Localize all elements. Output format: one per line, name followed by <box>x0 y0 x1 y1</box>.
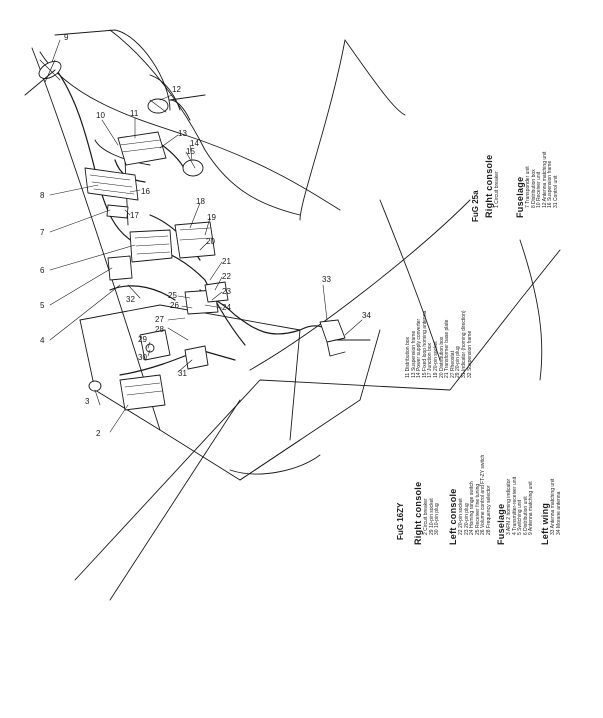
callout-28: 28 <box>155 325 164 334</box>
callout-22: 22 <box>222 272 231 281</box>
callout-33: 33 <box>322 275 331 284</box>
callout-24: 24 <box>222 303 231 312</box>
callout-5: 5 <box>40 301 45 310</box>
callout-3: 3 <box>85 397 90 406</box>
callout-2: 2 <box>96 429 101 438</box>
antenna-masts <box>24 69 371 341</box>
callout-7: 7 <box>40 228 45 237</box>
callout-12: 12 <box>172 85 181 94</box>
callout-10: 10 <box>96 111 105 120</box>
callout-8: 8 <box>40 191 45 200</box>
callout-25: 25 <box>168 291 177 300</box>
callout-34: 34 <box>362 311 371 320</box>
callout-13: 13 <box>178 129 187 138</box>
callout-leaders <box>49 39 363 433</box>
callout-19: 19 <box>207 213 216 222</box>
callout-9: 9 <box>64 33 69 42</box>
callout-6: 6 <box>40 266 45 275</box>
callout-15: 15 <box>186 147 195 156</box>
callout-29: 29 <box>138 335 147 344</box>
callout-11: 11 <box>130 109 139 118</box>
callout-26: 26 <box>170 301 179 310</box>
callout-16: 16 <box>141 187 150 196</box>
callout-30: 30 <box>138 353 147 362</box>
callout-31: 31 <box>178 369 187 378</box>
callout-numbers: 2 3 4 5 6 7 8 9 10 11 12 13 14 15 16 17 … <box>40 33 371 438</box>
callout-27: 27 <box>155 315 164 324</box>
callout-4: 4 <box>40 336 45 345</box>
callout-20: 20 <box>206 237 215 246</box>
callout-18: 18 <box>196 197 205 206</box>
callout-21: 21 <box>222 257 231 266</box>
callout-23: 23 <box>222 287 231 296</box>
callout-32: 32 <box>126 295 135 304</box>
airframe-outline <box>31 29 561 601</box>
callout-17: 17 <box>130 211 139 220</box>
equipment-units <box>38 59 346 411</box>
callout-14: 14 <box>190 139 199 148</box>
